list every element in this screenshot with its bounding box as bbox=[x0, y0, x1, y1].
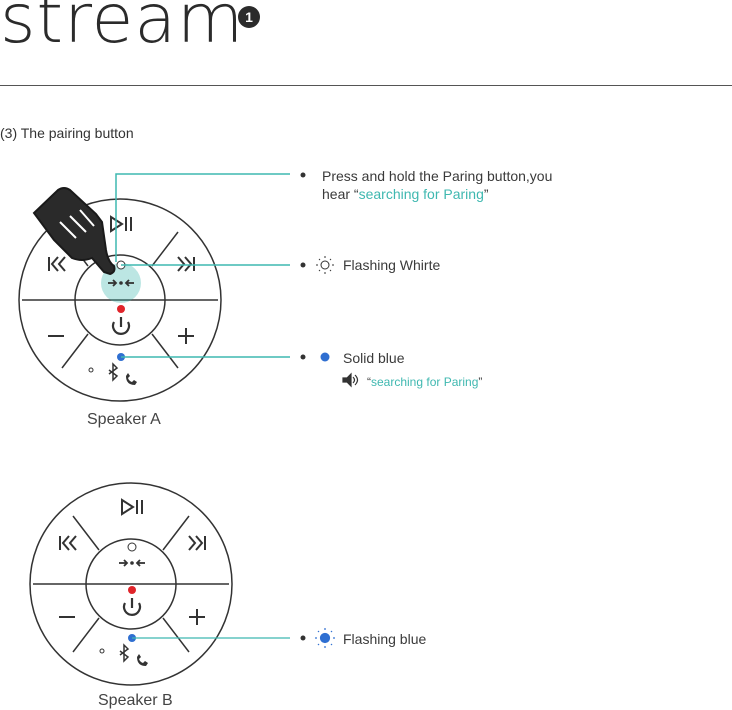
speaker-a-voice-prompt: “searching for Paring” bbox=[367, 373, 482, 391]
plus-icon[interactable] bbox=[189, 609, 205, 625]
pair-icon[interactable] bbox=[108, 279, 134, 287]
note-suffix: ” bbox=[483, 186, 489, 202]
power-icon[interactable] bbox=[111, 317, 131, 335]
mic-hole bbox=[99, 648, 105, 654]
mic-hole bbox=[88, 367, 94, 373]
plus-icon[interactable] bbox=[178, 328, 194, 344]
note-text-prefix: hear “ bbox=[322, 186, 359, 202]
next-icon[interactable] bbox=[188, 535, 206, 551]
speaker-a-note-solid-blue: Solid blue bbox=[343, 350, 405, 366]
voice-prompt-highlight: searching for Paring bbox=[371, 375, 479, 389]
speaker-a-note-press-hold: Press and hold the Paring button,you hea… bbox=[322, 167, 622, 203]
header-divider bbox=[0, 85, 732, 86]
white-led bbox=[127, 542, 137, 552]
previous-icon[interactable] bbox=[59, 535, 77, 551]
next-icon[interactable] bbox=[177, 256, 195, 272]
speaker-b-note-flashing-blue: Flashing blue bbox=[343, 631, 427, 647]
sun-icon bbox=[316, 256, 334, 274]
bluetooth-call-icon[interactable] bbox=[119, 643, 148, 666]
speaker-a-device bbox=[18, 187, 222, 402]
page-number-badge: 1 bbox=[238, 6, 260, 28]
speaker-a-note-flashing-white: Flashing Whirte bbox=[343, 257, 441, 273]
power-icon[interactable] bbox=[122, 598, 142, 616]
speaker-a-callouts bbox=[115, 172, 306, 360]
speaker-b-device bbox=[29, 482, 233, 686]
section-title: (3) The pairing button bbox=[0, 125, 134, 141]
red-led bbox=[117, 305, 125, 313]
note-highlight: searching for Paring bbox=[358, 186, 484, 202]
solid-blue-dot bbox=[320, 352, 330, 362]
play-pause-icon[interactable] bbox=[110, 215, 132, 233]
speaker-a-label: Speaker A bbox=[87, 411, 161, 428]
previous-icon[interactable] bbox=[48, 256, 66, 272]
speaker-b-label: Speaker B bbox=[98, 692, 173, 709]
red-led bbox=[128, 586, 136, 594]
play-pause-icon[interactable] bbox=[121, 498, 143, 516]
pair-icon[interactable] bbox=[119, 559, 145, 567]
brand-logo: stream bbox=[0, 0, 245, 59]
hand-pointer-icon bbox=[32, 187, 116, 276]
flashing-blue-icon bbox=[315, 628, 335, 648]
quote-close: ” bbox=[478, 375, 483, 389]
quote-open: “ bbox=[367, 375, 371, 389]
speaker-b-callouts bbox=[132, 635, 306, 641]
speaker-volume-icon bbox=[342, 372, 359, 388]
note-text: Press and hold the Paring button,you bbox=[322, 168, 553, 184]
bluetooth-call-icon[interactable] bbox=[108, 362, 137, 385]
